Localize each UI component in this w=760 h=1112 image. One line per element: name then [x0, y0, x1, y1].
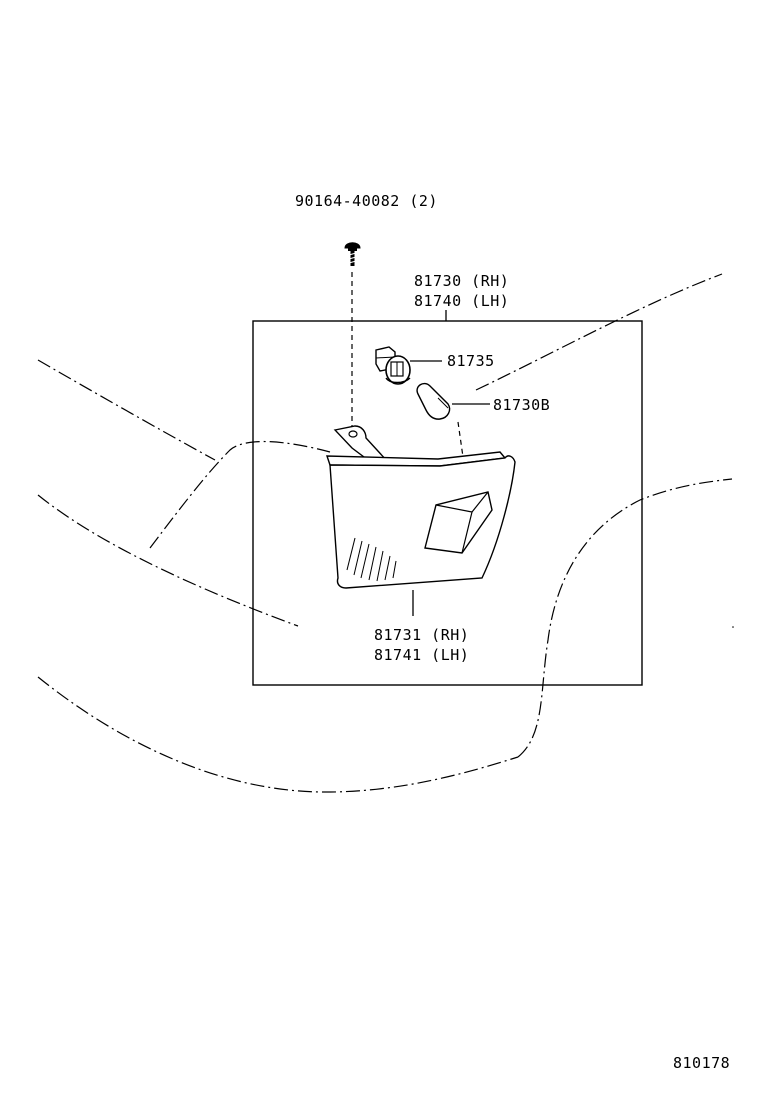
side-marker-lamp-icon [326, 425, 516, 589]
bumper-lower-line [37, 676, 519, 793]
lamp-assy-lh-label: 81740 (LH) [414, 292, 509, 310]
stray-dot [732, 626, 734, 628]
hood-edge-line [37, 359, 216, 461]
lens-lh-label: 81741 (LH) [374, 646, 469, 664]
socket-part-number: 81735 [447, 352, 495, 370]
lens-rh-label: 81731 (RH) [374, 626, 469, 644]
wheel-arch-line [517, 478, 733, 758]
socket-icon [375, 346, 411, 385]
windshield-line [475, 273, 723, 391]
bulb-part-number: 81730B [493, 396, 550, 414]
bulb-guide-line [457, 421, 465, 465]
figure-number: 810178 [673, 1054, 730, 1072]
lamp-assy-rh-label: 81730 (RH) [414, 272, 509, 290]
screw-icon [344, 242, 361, 266]
fender-top-line [149, 440, 331, 549]
assembly-box [252, 320, 643, 686]
screw-part-number: 90164-40082 (2) [295, 192, 438, 210]
bulb-icon [416, 382, 451, 420]
body-outline [37, 273, 733, 793]
bumper-upper-line [37, 494, 299, 627]
